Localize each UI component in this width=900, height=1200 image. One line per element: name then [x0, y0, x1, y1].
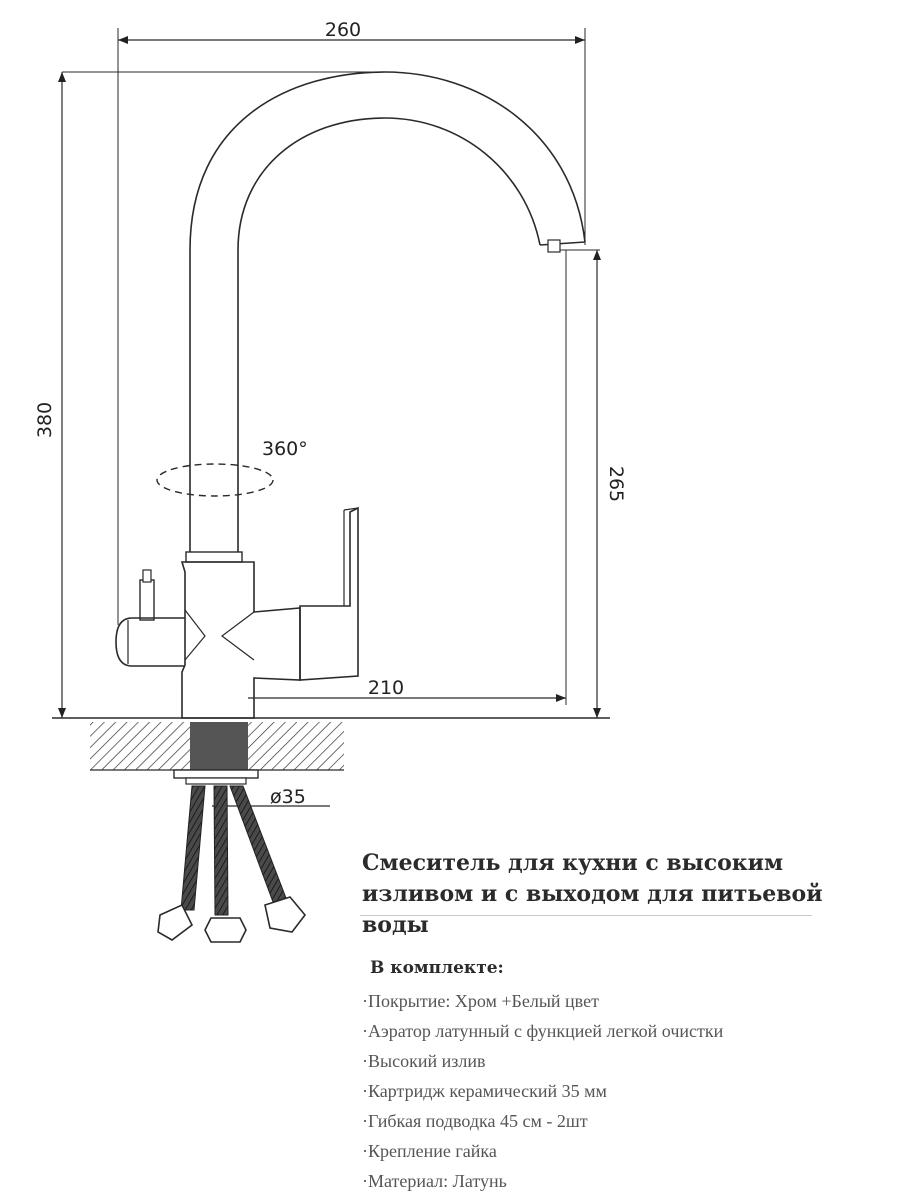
feature-item: ·Картридж керамический 35 мм [362, 1081, 607, 1101]
mixer-lever-handle [299, 506, 359, 681]
dimension-base-diameter-label: ø35 [270, 786, 306, 808]
feature-item: ·Аэратор латунный с функцией легкой очис… [362, 1021, 724, 1041]
feature-item: ·Материал: Латунь [362, 1171, 507, 1191]
dimension-spout-height-label: 265 [605, 466, 627, 502]
kit-heading: В комплекте: [370, 958, 504, 978]
dimension-spout-height: 265 [560, 249, 627, 718]
faucet-body [180, 561, 301, 719]
faucet-spout [185, 71, 586, 563]
drinking-water-valve [115, 569, 185, 667]
dimension-reach: 210 [248, 250, 567, 705]
product-title-line1: Смеситель для кухни с высоким [362, 850, 784, 876]
dimension-width-label: 260 [325, 19, 361, 41]
feature-item: ·Покрытие: Хром +Белый цвет [362, 991, 599, 1011]
feature-list: ·Покрытие: Хром +Белый цвет ·Аэратор лат… [362, 986, 723, 1196]
dimension-base-diameter: ø35 [212, 786, 330, 810]
feature-item: ·Крепление гайка [362, 1141, 497, 1161]
dimension-height-label: 380 [34, 402, 56, 438]
dimension-height: 380 [34, 71, 390, 718]
dimension-width: 260 [117, 19, 586, 625]
countertop-section [52, 717, 610, 785]
feature-item: ·Гибкая подводка 45 см - 2шт [362, 1111, 588, 1131]
dimension-reach-label: 210 [368, 677, 404, 699]
title-divider [360, 915, 812, 916]
supply-hoses [157, 785, 307, 943]
product-title-line2: изливом и с выходом для питьевой воды [362, 881, 823, 938]
product-title: Смеситель для кухни с высоким изливом и … [362, 848, 882, 941]
rotation-indicator: 360° [156, 438, 308, 497]
rotation-label: 360° [262, 438, 308, 460]
feature-item: ·Высокий излив [362, 1051, 486, 1071]
